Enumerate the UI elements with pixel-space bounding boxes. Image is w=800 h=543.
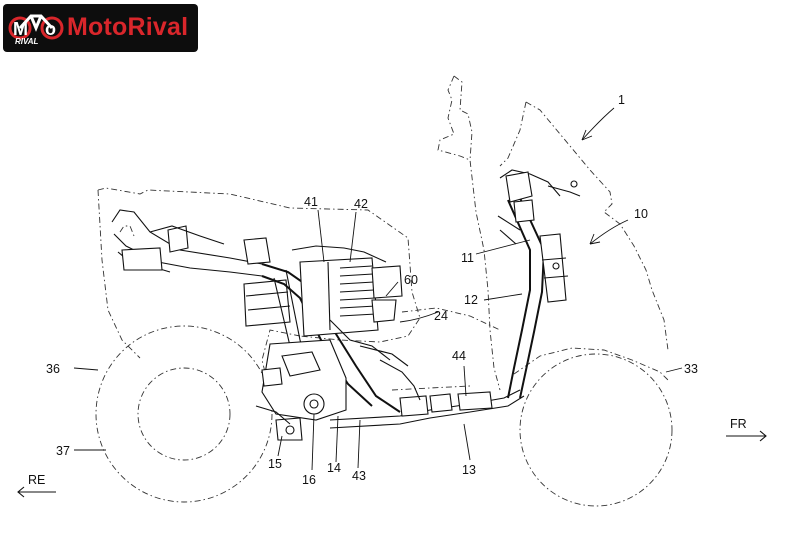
logo-wordmark: MotoRival	[67, 13, 189, 41]
callout-36: 36	[46, 362, 60, 376]
callout-10: 10	[634, 207, 648, 221]
motorcycle-icon: M o	[8, 14, 64, 40]
battery-unit	[291, 245, 403, 361]
front-direction-label: FR	[730, 417, 747, 431]
callout-14: 14	[327, 461, 341, 475]
callout-43: 43	[352, 469, 366, 483]
rear-frame	[111, 209, 401, 441]
rear-direction-arrow	[17, 486, 56, 498]
callout-15: 15	[268, 457, 282, 471]
callout-33: 33	[684, 362, 698, 376]
front-wheel	[519, 353, 673, 507]
front-direction-arrow	[726, 430, 767, 442]
callout-13: 13	[462, 463, 476, 477]
callout-12: 12	[464, 293, 478, 307]
wiring-harness	[329, 345, 525, 429]
callout-37: 37	[56, 444, 70, 458]
svg-text:o: o	[45, 19, 56, 39]
callout-24: 24	[434, 309, 448, 323]
rear-direction-label: RE	[28, 473, 45, 487]
callout-11: 11	[461, 251, 474, 265]
callout-1: 1	[618, 93, 625, 107]
rear-wheel	[95, 325, 273, 503]
callout-42: 42	[354, 197, 368, 211]
leader-lines	[73, 107, 683, 471]
callout-16: 16	[302, 473, 316, 487]
logo-tagline: RIVAL	[15, 37, 39, 46]
front-frame	[497, 169, 581, 399]
svg-text:M: M	[13, 19, 28, 39]
callout-41: 41	[304, 195, 318, 209]
callout-60: 60	[404, 273, 418, 287]
motorival-logo: M o RIVAL MotoRival	[3, 4, 198, 52]
callout-44: 44	[452, 349, 466, 363]
